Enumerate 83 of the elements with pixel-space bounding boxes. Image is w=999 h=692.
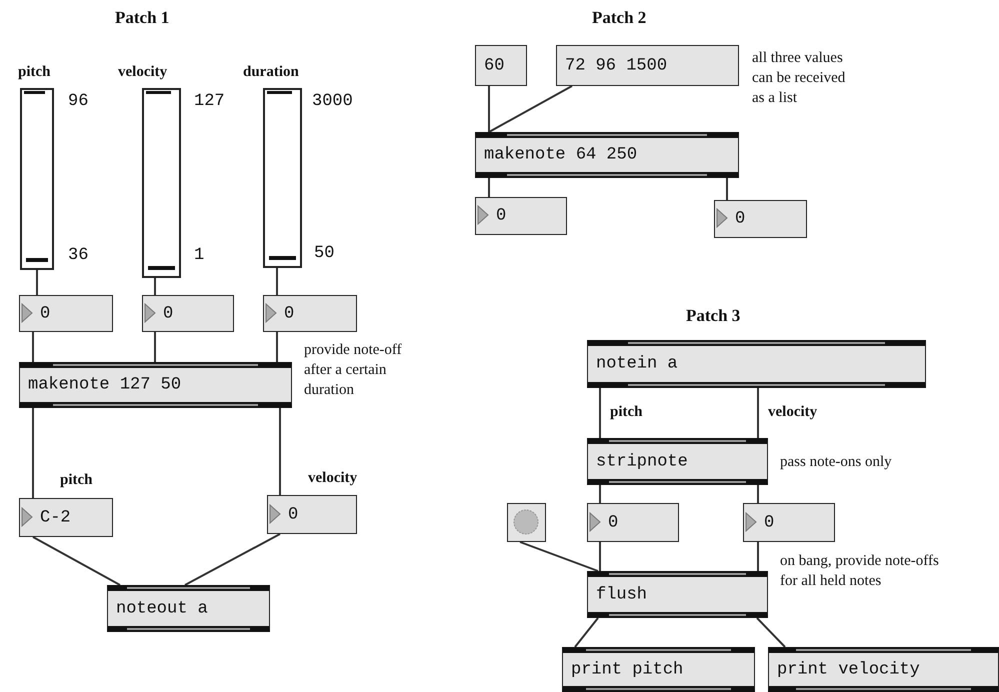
- inlet-label: velocity: [118, 63, 168, 82]
- patch-cord: [757, 542, 759, 571]
- number-value: 0: [764, 513, 774, 532]
- object-text: print velocity: [777, 660, 920, 679]
- patch-cord: [32, 408, 34, 498]
- patch-title: Patch 3: [686, 306, 740, 326]
- object-box: [562, 647, 755, 692]
- number-box: [743, 503, 835, 542]
- range-value: 96: [68, 92, 90, 112]
- inlet-label: duration: [243, 63, 299, 82]
- range-value: 50: [314, 244, 336, 264]
- object-text: flush: [596, 585, 648, 604]
- patch-cord: [520, 541, 598, 572]
- patch-cord: [488, 86, 490, 132]
- patch-title: Patch 2: [592, 8, 646, 28]
- patch-cord: [757, 485, 759, 503]
- object-box: [768, 647, 999, 692]
- number-box: [19, 498, 113, 537]
- patch-cord: [32, 536, 120, 586]
- object-text: makenote 64 250: [484, 146, 638, 164]
- patch-cord: [154, 278, 156, 295]
- slider: [263, 88, 302, 268]
- number-box: [714, 200, 807, 238]
- patch-cord: [599, 388, 601, 438]
- number-box: [263, 295, 357, 332]
- patch-cord: [184, 533, 280, 586]
- number-box: [587, 503, 679, 542]
- range-value: 127: [194, 92, 226, 112]
- object-box: [475, 132, 739, 178]
- object-text: notein a: [596, 354, 678, 374]
- object-box: [587, 571, 768, 618]
- object-box: [587, 438, 768, 485]
- number-box: [475, 197, 567, 235]
- object-text: print pitch: [571, 660, 684, 679]
- number-value: 0: [40, 304, 50, 323]
- object-box: [107, 585, 270, 632]
- comment-text: pass note-ons only: [780, 453, 893, 472]
- number-value: 0: [608, 513, 618, 532]
- range-value: 36: [68, 246, 90, 266]
- range-value: 1: [194, 246, 206, 266]
- slider: [142, 88, 181, 278]
- patch-cord: [726, 178, 728, 200]
- number-value: C-2: [40, 508, 71, 527]
- comment-text: all three values can be received as a list: [752, 49, 846, 108]
- object-text: noteout a: [116, 599, 208, 618]
- patch-title: Patch 1: [115, 8, 170, 28]
- inlet-label: velocity: [308, 469, 358, 488]
- object-text: stripnote: [596, 452, 688, 471]
- inlet-label: pitch: [60, 471, 93, 490]
- patch-cord: [757, 388, 759, 438]
- object-box: [19, 362, 292, 408]
- comment-text: on bang, provide note-offs for all held notes: [780, 552, 940, 591]
- number-value: 0: [163, 304, 174, 323]
- number-box: [267, 495, 357, 534]
- range-value: 3000: [312, 92, 354, 112]
- patch-cord: [599, 542, 601, 571]
- slider: [20, 88, 54, 270]
- number-value: 0: [288, 505, 298, 524]
- object-box: [587, 340, 926, 388]
- patch-cord: [154, 332, 156, 362]
- comment-text: provide note-off after a certain duration: [304, 341, 403, 400]
- number-value: 0: [284, 304, 294, 323]
- message-text: 72 96 1500: [565, 56, 668, 75]
- number-value: 0: [735, 210, 746, 228]
- message-box: [556, 45, 739, 86]
- patch-cord: [756, 617, 786, 648]
- bang-button: [507, 503, 546, 542]
- number-box: [142, 295, 234, 332]
- patch-cord: [276, 268, 278, 295]
- message-box: [475, 45, 527, 86]
- patch-cord: [36, 270, 38, 295]
- inlet-label: pitch: [18, 63, 51, 82]
- patch-cord: [276, 332, 278, 362]
- patch-cord: [488, 85, 572, 133]
- patch-cord: [32, 332, 34, 362]
- patch-cord: [279, 408, 281, 495]
- object-text: makenote 127 50: [28, 376, 182, 394]
- number-box: [19, 295, 113, 332]
- patch-cord: [488, 178, 490, 197]
- message-text: 60: [484, 56, 504, 75]
- number-value: 0: [496, 206, 506, 226]
- patch-cord: [599, 485, 601, 503]
- patch-cord: [574, 617, 599, 648]
